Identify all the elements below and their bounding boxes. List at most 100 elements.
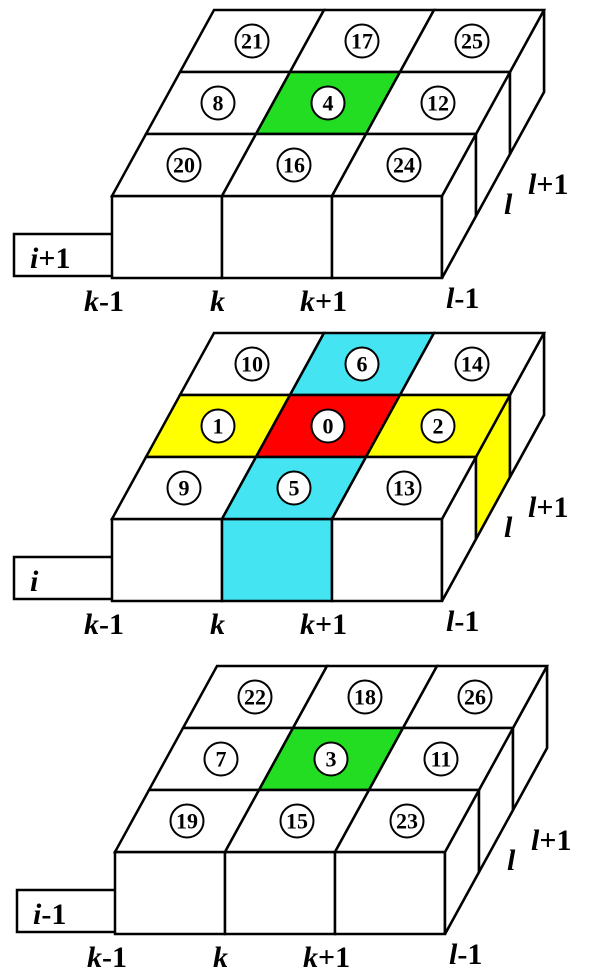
layer-label-box (12, 555, 115, 601)
grid-cell: 14 (397, 331, 547, 397)
cell-number: 0 (323, 414, 334, 439)
k-label: k-1 (84, 608, 124, 641)
l-label-suffix: +1 (536, 491, 568, 524)
k-label: k (210, 608, 225, 641)
layer-label-text-suffix: +1 (38, 242, 70, 275)
k-label-suffix: -1 (99, 285, 124, 318)
l-label: l+1 (528, 491, 568, 524)
grid-cell: 12 (363, 70, 513, 136)
cell-number: 13 (393, 476, 415, 501)
grid-cell: 11 (366, 726, 516, 792)
k-label-var: k (87, 941, 102, 974)
front-box (330, 194, 444, 280)
k-label-var: k (84, 285, 99, 318)
cell-number-circle (310, 85, 346, 121)
grid-cell: 24 (329, 132, 479, 198)
l-label-suffix: +1 (536, 168, 568, 201)
layer-label-text-var: i (33, 898, 42, 931)
k-label-var: k (300, 608, 315, 641)
cell-number: 21 (241, 29, 263, 54)
l-axis-labels: l+1ll-1 (446, 491, 568, 638)
cell-number-circle (420, 85, 456, 121)
k-label-suffix: +1 (318, 941, 350, 974)
l-label-suffix: -1 (454, 605, 479, 638)
cell-number-circle (386, 470, 422, 506)
cell-number-circle (276, 147, 312, 183)
l-axis-labels: l+1ll-1 (446, 168, 568, 315)
front-box (333, 850, 447, 936)
cell-number-circle (344, 23, 380, 59)
cell-number: 6 (357, 352, 368, 377)
cell-number: 11 (431, 747, 452, 772)
layer-label-text-suffix: -1 (41, 898, 66, 931)
cell-number: 10 (241, 352, 263, 377)
l-label: l (504, 511, 513, 544)
grid-cell: 19 (112, 788, 262, 854)
grid-cell: 18 (290, 664, 440, 730)
cell-number: 24 (393, 153, 415, 178)
cell-number: 12 (427, 91, 449, 116)
cell-number: 4 (323, 91, 334, 116)
k-label: k+1 (300, 608, 347, 641)
k-label-suffix: -1 (99, 608, 124, 641)
cell-number-circle (237, 679, 273, 715)
cell-number: 25 (461, 29, 483, 54)
cell-number-circle (423, 741, 459, 777)
cell-number: 23 (396, 809, 418, 834)
l-label-suffix: -1 (457, 938, 482, 971)
cell-number-circle (454, 23, 490, 59)
l-label-suffix: -1 (454, 282, 479, 315)
grid-cell: 2 (363, 393, 513, 459)
l-label-var: l (449, 938, 458, 971)
l-label: l-1 (446, 282, 479, 315)
cell-number-circle (276, 470, 312, 506)
cell-number-circle (310, 408, 346, 444)
cell-number-circle (344, 346, 380, 382)
cell-number: 26 (464, 685, 486, 710)
k-label: k (210, 285, 225, 318)
k-label-var: k (300, 285, 315, 318)
cell-number-circle (457, 679, 493, 715)
cell-number-circle (169, 803, 205, 839)
grid-cell: 10 (177, 331, 327, 397)
grid-cell: 25 (397, 8, 547, 74)
cell-number: 22 (244, 685, 266, 710)
cell-number: 5 (289, 476, 300, 501)
grid-cell: 3 (256, 726, 406, 792)
cell-number: 16 (283, 153, 305, 178)
layer-label-text: i (30, 565, 39, 598)
k-label-suffix: +1 (315, 608, 347, 641)
grid-cell: 9 (109, 455, 259, 521)
front-box (220, 194, 334, 280)
k-label: k-1 (87, 941, 127, 974)
layer-label-box (12, 232, 115, 278)
cell-number-circle (313, 741, 349, 777)
k-label: k (213, 941, 228, 974)
l-label-var: l (507, 844, 516, 877)
l-label-var: l (446, 282, 455, 315)
l-label-var: l (504, 511, 513, 544)
k-label-var: k (303, 941, 318, 974)
cell-number: 19 (176, 809, 198, 834)
front-box (223, 850, 337, 936)
layer-label: i-1 (15, 888, 118, 934)
k-label-var: k (210, 285, 225, 318)
cell-number-circle (203, 741, 239, 777)
cell-number: 7 (216, 747, 227, 772)
front-box (110, 194, 224, 280)
layer-label: i+1 (12, 232, 115, 278)
front-box (110, 517, 224, 603)
l-label-var: l (446, 605, 455, 638)
cell-number: 15 (286, 809, 308, 834)
cell-number-circle (200, 408, 236, 444)
l-label: l (507, 844, 516, 877)
l-label-var: l (504, 188, 513, 221)
layer-label-text-var: i (30, 565, 39, 598)
cell-number-circle (234, 23, 270, 59)
grid-cell: 13 (329, 455, 479, 521)
